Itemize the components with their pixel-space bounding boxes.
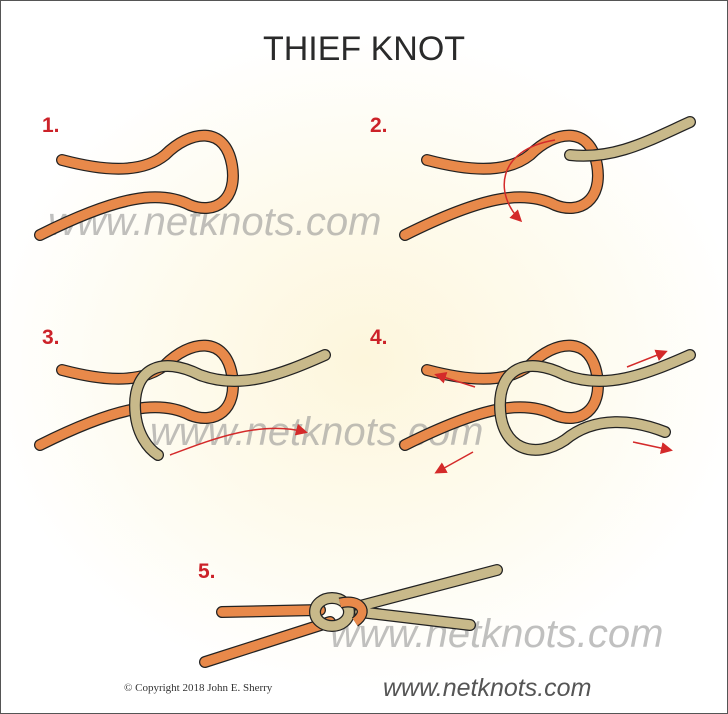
site-url: www.netknots.com (383, 674, 592, 702)
page-title: THIEF KNOT (262, 30, 466, 68)
step-label-4: 4. (370, 326, 388, 349)
copyright-text: © Copyright 2018 John E. Sherry (124, 682, 273, 694)
step-label-2: 2. (370, 114, 388, 137)
step-label-1: 1. (42, 114, 60, 137)
step-1-rope (40, 136, 233, 235)
step-label-3: 3. (42, 326, 60, 349)
step-label-5: 5. (198, 560, 216, 583)
step-4-rope (405, 346, 696, 474)
step-5-knot (199, 564, 503, 668)
step-3-rope (40, 346, 331, 461)
step-2-rope (405, 116, 696, 235)
